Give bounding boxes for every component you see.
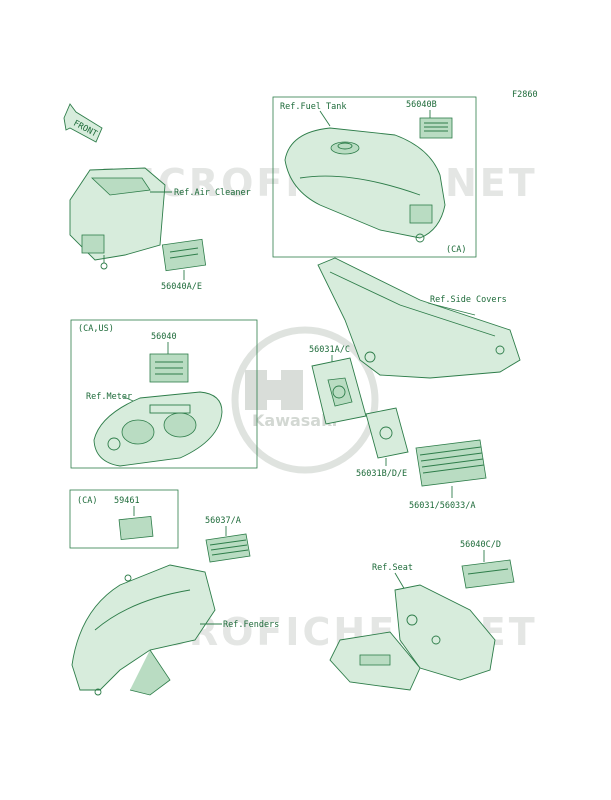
- part-56040-label: 56040: [151, 332, 177, 342]
- ref-side-covers-label: Ref.Side Covers: [430, 295, 507, 305]
- part-56031ac-label: 56031A/C: [309, 345, 350, 355]
- ref-fuel-tank-label: Ref.Fuel Tank: [280, 102, 347, 112]
- part-56040b-label: 56040B: [406, 100, 437, 110]
- kawasaki-logo-watermark: Kawasaki: [231, 326, 379, 474]
- label-sticker-56040cd: [461, 559, 515, 589]
- diagram-code: F2860: [512, 90, 538, 100]
- ref-fenders-label: Ref.Fenders: [223, 620, 279, 630]
- meter-frame: [70, 319, 258, 469]
- part-56040ae-label: 56040A/E: [161, 282, 202, 292]
- label-sticker-56040b: [419, 117, 453, 139]
- label-sticker-56040: [149, 353, 189, 383]
- label-sticker-56031-56033a: [415, 439, 487, 487]
- kawasaki-logo-text: Kawasaki: [252, 411, 337, 430]
- part-59461-label: 59461: [114, 496, 140, 506]
- fuel-tank-frame: [272, 96, 477, 258]
- label-sticker-59461: [118, 515, 154, 541]
- decal-56031ac: [311, 357, 367, 425]
- label-sticker-56037a: [205, 533, 251, 563]
- decal-56031bde: [365, 407, 409, 459]
- meter-icon: [93, 391, 223, 467]
- part-56031-56033a-label: 56031/56033/A: [409, 501, 476, 511]
- ca-small-label: (CA): [77, 496, 97, 506]
- air-cleaner-icon: [69, 167, 166, 270]
- ca-small-frame: [69, 489, 179, 549]
- ref-seat-label: Ref.Seat: [372, 563, 413, 573]
- ca-us-label: (CA,US): [78, 324, 114, 334]
- part-56040cd-label: 56040C/D: [460, 540, 501, 550]
- fuel-tank-icon: [284, 127, 446, 243]
- front-arrow-icon: FRONT: [63, 103, 103, 143]
- part-56031bde-label: 56031B/D/E: [356, 469, 407, 479]
- fenders-icon: [71, 564, 216, 696]
- side-covers-icon: [317, 257, 521, 379]
- ca-tank-label: (CA): [446, 245, 466, 255]
- label-sticker-56040ae: [161, 238, 207, 272]
- part-56037a-label: 56037/A: [205, 516, 241, 526]
- seat-icon: [329, 584, 496, 691]
- ref-air-cleaner-label: Ref.Air Cleaner: [174, 188, 251, 198]
- ref-meter-label: Ref.Meter: [86, 392, 132, 402]
